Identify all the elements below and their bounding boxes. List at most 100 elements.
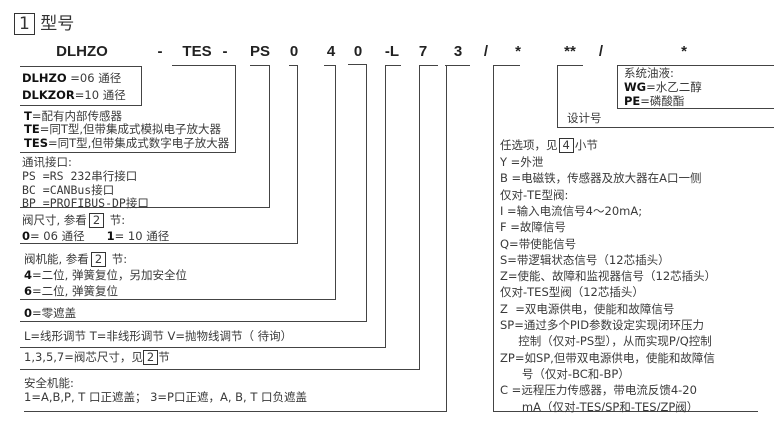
overlap-value: =零遮盖 <box>32 306 77 320</box>
model-box <box>20 66 142 106</box>
model-10: DLKZOR=10 通径 <box>22 88 126 102</box>
fluid-value: =水乙二醇 <box>646 80 702 94</box>
fluid-wg: WG=水乙二醇 <box>624 80 702 94</box>
model-key: DLKZOR <box>22 88 75 102</box>
size-post: 节: <box>106 213 126 227</box>
comm-item: BC =CANBus接口 <box>22 183 115 197</box>
options-pre: 任选项，见 <box>500 138 558 152</box>
fluid-key: WG <box>624 80 647 94</box>
divider <box>20 347 386 349</box>
divider <box>557 127 774 129</box>
sensor-value: =同T型,但带集成式模拟电子放大器 <box>39 122 222 136</box>
sensor-key: TE <box>24 122 40 136</box>
fluid-key: PE <box>624 94 641 108</box>
section-ref: 2 <box>142 350 159 365</box>
divider <box>250 65 270 67</box>
divider <box>20 369 420 371</box>
function-key: 6 <box>24 284 33 298</box>
option-line: Q=带使能信号 <box>500 236 577 251</box>
code-series: DLHZO <box>56 43 108 60</box>
divider <box>493 65 520 67</box>
option-line: C =远程压力传感器，带电流反馈4-20 <box>500 383 697 398</box>
option-line: B =电磁铁，传感器及放大器在A口一侧 <box>500 171 702 186</box>
divider <box>557 65 583 67</box>
section-ref: 2 <box>90 252 107 267</box>
divider <box>20 321 367 323</box>
sensor-value: =同T型,但带集成式数字电子放大器 <box>47 136 230 150</box>
divider <box>24 411 447 413</box>
options-post: 小节 <box>574 138 598 152</box>
regulation: L=线形调节 T=非线形调节 V=抛物线调节（ 待询） <box>24 329 293 343</box>
size-value: = 06 通径 <box>30 229 85 243</box>
code-dash: - <box>157 43 163 60</box>
divider <box>297 65 299 244</box>
divider <box>366 64 368 322</box>
comm-title: 通讯接口: <box>22 155 72 169</box>
option-line: 仅对-TES型阀（12芯插头） <box>500 285 644 300</box>
overlap-key: 0 <box>24 306 33 320</box>
function-4: 4=二位, 弹簧复位，另加安全位 <box>24 268 187 282</box>
code-size: 0 <box>289 43 299 60</box>
section-title: 1 型号 <box>14 9 74 35</box>
sensor-tes: TES=同T型,但带集成式数字电子放大器 <box>24 136 229 150</box>
divider <box>385 65 387 348</box>
model-value: =10 通径 <box>74 88 126 102</box>
code-safety: 3 <box>453 43 463 60</box>
option-line: ZP=如SP,但带双电源供电，使能和故障信 <box>500 350 715 365</box>
fluid-value: =磷酸酯 <box>640 94 685 108</box>
divider <box>445 65 470 67</box>
option-line: Y =外泄 <box>500 155 544 169</box>
code-slash: / <box>598 43 604 60</box>
sensor-value: =配有内部传感器 <box>31 109 122 123</box>
divider <box>493 65 495 412</box>
divider <box>335 65 337 300</box>
function-post: 节: <box>108 252 128 266</box>
code-dash: - <box>222 43 228 60</box>
divider <box>419 65 421 370</box>
option-line: Z=使能、故障和监视器信号（12芯插头） <box>500 269 717 284</box>
divider <box>289 65 298 67</box>
divider <box>20 243 298 245</box>
safety-title: 安全机能: <box>24 376 74 390</box>
function-pre: 阀机能, 参看 <box>24 252 89 266</box>
sensor-key: TES <box>24 136 48 150</box>
option-line: 仅对-TE型阀: <box>500 187 569 202</box>
option-line: I =输入电流信号4～20mA; <box>500 203 643 218</box>
code-options: * <box>515 43 521 60</box>
divider <box>557 65 559 128</box>
option-line: 控制（仅对-PS型），从而实现P/Q控制 <box>500 334 712 349</box>
divider <box>235 65 237 153</box>
section-title-text: 型号 <box>40 14 75 34</box>
option-line: mA（仅对-TES/SP和-TES/ZP阀） <box>500 399 699 414</box>
divider <box>324 65 336 67</box>
fluid-pe: PE=磷酸酯 <box>624 94 684 108</box>
function-key: 4 <box>24 268 33 282</box>
divider <box>385 65 401 67</box>
option-line: Z =双电源供电，使能和故障信号 <box>500 301 675 316</box>
safety-text: 1=A,B,P, T 口正遮盖； 3=P口正遮，A, B, T 口负遮盖 <box>24 390 308 404</box>
model-06: DLHZO =06 通径 <box>22 71 121 85</box>
section-ref: 2 <box>88 213 105 228</box>
function-value: =二位, 弹簧复位，另加安全位 <box>32 268 187 282</box>
option-line: S=带逻辑状态信号（12芯插头） <box>500 252 670 267</box>
code-fluid: * <box>681 43 687 60</box>
code-spool: 7 <box>418 43 428 60</box>
divider <box>446 65 448 412</box>
code-overlap: 0 <box>353 43 363 60</box>
model-key: DLHZO <box>22 71 67 85</box>
divider <box>269 65 271 208</box>
function-6: 6=二位, 弹簧复位 <box>24 284 118 298</box>
divider <box>20 207 270 209</box>
comm-item: BP =PROFIBUS-DP接口 <box>22 196 149 210</box>
code-comm: PS <box>249 43 271 60</box>
divider <box>493 411 758 413</box>
design-number: 设计号 <box>567 111 602 125</box>
spool-post: 节 <box>158 350 170 364</box>
option-line: SP=通过多个PID参数设定实现闭环压力 <box>500 318 705 332</box>
option-line: 号（仅对-BC和-BP） <box>500 366 630 381</box>
